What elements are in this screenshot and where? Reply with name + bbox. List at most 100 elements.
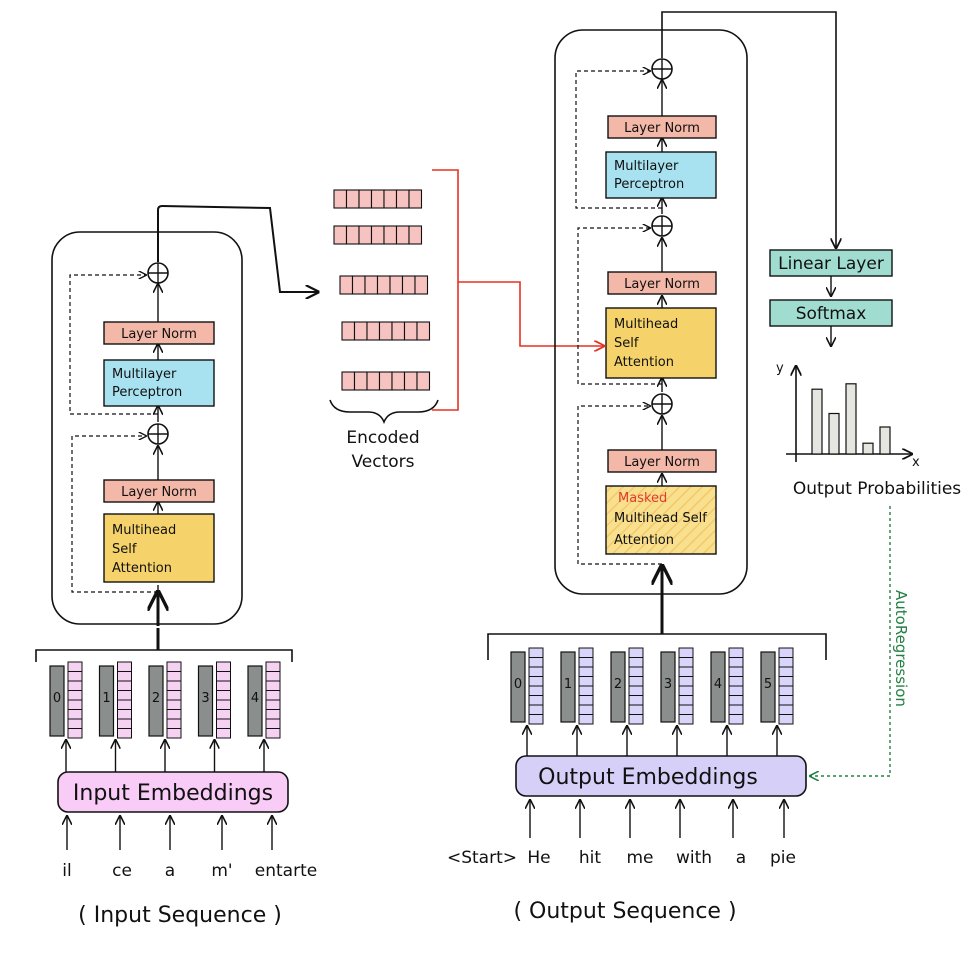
decoder-block: Layer Norm Multilayer Perceptron Layer N… <box>447 11 836 924</box>
dec-position-block <box>610 651 626 723</box>
linear-layer-box <box>769 249 893 277</box>
dec-cross-line1: Multihead <box>614 317 678 332</box>
dec-cross-line2: Self <box>614 336 639 351</box>
encoded-label-line1: Encoded <box>346 428 419 448</box>
prob-bar <box>845 383 857 455</box>
dec-bracket <box>487 633 827 660</box>
prob-bar <box>862 442 874 455</box>
encoded-vector <box>333 225 423 245</box>
enc-position-block <box>98 665 115 737</box>
enc-embedding-vector <box>67 661 83 739</box>
encoded-vector-list <box>333 189 431 391</box>
red-connector <box>458 281 604 346</box>
dec-masked-line3: Attention <box>614 533 674 548</box>
dec-layer-norm-top-text: Layer Norm <box>624 121 700 136</box>
enc-position-id: 0 <box>53 691 61 706</box>
dec-cross-attention <box>605 307 717 379</box>
dec-token: He <box>527 848 550 868</box>
prob-x-label: x <box>912 455 920 470</box>
dec-mlp-line2: Perceptron <box>614 177 684 192</box>
autoregression-line <box>810 506 891 776</box>
enc-attn-line1: Multihead <box>112 523 176 538</box>
encoded-vector <box>341 371 431 391</box>
dec-embedding-vector <box>678 647 694 725</box>
dec-token: pie <box>770 848 796 868</box>
enc-layer-norm-bottom <box>103 479 215 503</box>
encoder-block: Layer Norm Multilayer Perceptron Layer N… <box>35 204 318 928</box>
dec-position-block <box>510 651 526 723</box>
encoded-label-line2: Vectors <box>351 452 414 472</box>
encoded-brace <box>329 399 439 425</box>
red-bracket <box>432 169 459 411</box>
dec-layer-norm-bottom <box>607 449 717 473</box>
dec-mlp-line1: Multilayer <box>614 159 679 174</box>
dec-token: a <box>736 848 746 868</box>
enc-position-id: 1 <box>102 691 110 706</box>
prob-bars <box>811 383 891 455</box>
dec-cross-line3: Attention <box>614 355 674 370</box>
dec-embedding-vector <box>628 647 644 725</box>
dec-position-id: 3 <box>664 677 672 692</box>
enc-layer-norm-top <box>103 321 215 345</box>
dec-position-block <box>760 651 776 723</box>
dec-masked-line2: Multihead Self <box>614 511 707 526</box>
enc-attention <box>103 513 215 583</box>
enc-embedding-vector <box>166 661 182 739</box>
dec-position-id: 5 <box>764 677 772 692</box>
enc-position-id: 2 <box>152 691 160 706</box>
enc-mlp-line1: Multilayer <box>112 367 177 382</box>
dec-position-id: 2 <box>614 677 622 692</box>
dec-token: with <box>676 848 712 868</box>
decoder-container <box>554 29 748 595</box>
output-embeddings-box <box>515 755 807 797</box>
enc-position-block <box>197 665 214 737</box>
enc-mlp <box>103 359 215 407</box>
enc-token: il <box>62 861 71 881</box>
enc-mlp-line2: Perceptron <box>112 385 182 400</box>
output-head: Linear Layer Softmax y x Output Probabil… <box>769 249 961 776</box>
encoded-vector <box>341 321 431 341</box>
output-embeddings-label: Output Embeddings <box>538 765 758 790</box>
output-probabilities-label: Output Probabilities <box>793 479 961 499</box>
dec-layer-norm-bottom-text: Layer Norm <box>624 455 700 470</box>
enc-embedding-vector <box>216 661 231 739</box>
dec-position-id: 1 <box>564 677 572 692</box>
dec-masked-label: Masked <box>618 491 667 506</box>
encoded-vector <box>333 189 423 209</box>
enc-bracket <box>35 649 293 662</box>
dec-embedding-vector <box>728 647 744 725</box>
enc-embedding-vector <box>265 661 281 739</box>
enc-embedding-columns: 0 1 2 3 4 <box>49 661 281 772</box>
dec-embedding-vector <box>578 647 594 725</box>
prob-bar <box>828 412 840 455</box>
prob-bar <box>811 388 823 455</box>
input-embeddings-label: Input Embeddings <box>73 781 273 806</box>
dec-embedding-vector <box>528 647 544 725</box>
enc-token: a <box>165 861 175 881</box>
dec-token: <Start> <box>447 848 517 868</box>
enc-layer-norm-top-text: Layer Norm <box>121 327 197 342</box>
encoded-vector <box>339 275 429 295</box>
enc-position-id: 3 <box>201 691 209 706</box>
dec-position-block <box>560 651 576 723</box>
enc-position-id: 4 <box>251 691 259 706</box>
enc-attn-line2: Self <box>112 542 137 557</box>
enc-token: ce <box>112 861 132 881</box>
dec-position-block <box>660 651 676 723</box>
dec-mlp <box>605 151 717 199</box>
linear-layer-label: Linear Layer <box>778 254 884 274</box>
encoded-vectors-group: Encoded Vectors <box>329 169 604 472</box>
enc-token: entarte <box>255 861 317 881</box>
dec-token: me <box>626 848 653 868</box>
encoder-container <box>51 231 243 625</box>
dec-embedding-vector <box>778 647 794 725</box>
dec-layer-norm-mid-text: Layer Norm <box>624 277 700 292</box>
input-embeddings-box <box>57 771 289 813</box>
enc-attn-line3: Attention <box>112 561 172 576</box>
dec-position-id: 4 <box>714 677 722 692</box>
prob-y-label: y <box>776 361 784 376</box>
